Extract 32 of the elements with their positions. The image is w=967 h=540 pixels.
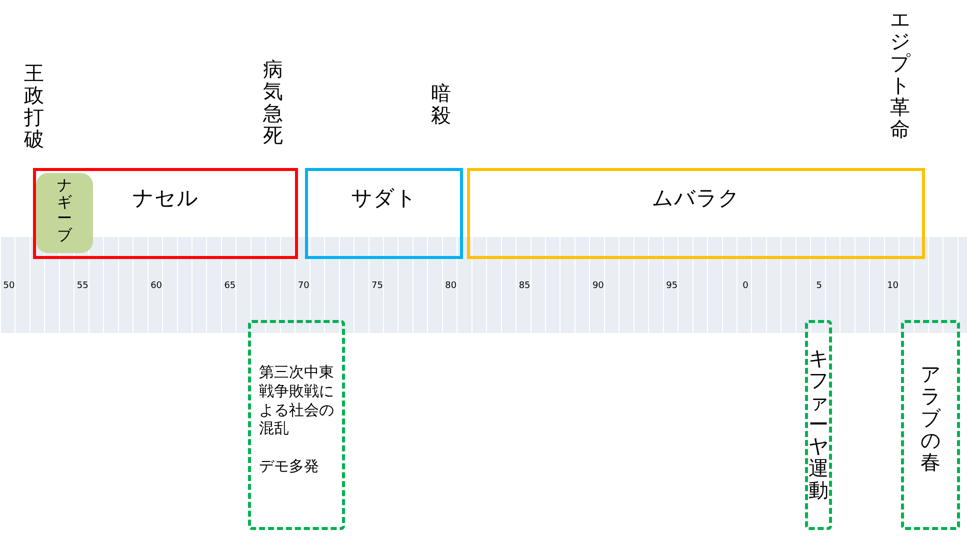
event-text: デモ多発: [259, 456, 320, 476]
year-tick-label: 90: [592, 280, 604, 293]
vertical-label: ナギーブ: [57, 177, 72, 243]
event-label: エジプト革命: [890, 8, 910, 140]
period-box: [33, 168, 298, 259]
event-label: 病気急死: [263, 58, 283, 146]
year-tick-label: 60: [150, 280, 162, 293]
period-box: [36, 173, 93, 253]
event-label: 暗殺: [431, 82, 451, 126]
period-name: ムバラク: [652, 185, 740, 212]
period-name: サダト: [351, 185, 417, 212]
year-tick-label: 0: [742, 280, 748, 293]
year-tick-label: 80: [445, 280, 457, 293]
year-tick-label: 55: [76, 280, 88, 293]
year-tick-label: 65: [224, 280, 236, 293]
event-box: [248, 320, 345, 530]
year-tick-label: 75: [372, 280, 383, 293]
event-box: [805, 320, 832, 530]
vertical-label: キファーヤ運動: [808, 347, 828, 501]
period-box: [305, 168, 463, 259]
event-text: 第三次中東戦争敗戦による社会の混乱: [259, 363, 335, 438]
year-tick-label: 10: [887, 280, 899, 293]
vertical-label: アラブの春: [920, 363, 940, 473]
event-box: [901, 320, 960, 530]
period-box: [467, 168, 925, 259]
year-tick-label: 85: [518, 280, 530, 293]
year-tick-label: 5: [816, 280, 822, 293]
event-label: 王政打破: [24, 62, 44, 150]
year-tick-label: 70: [298, 280, 310, 293]
year-tick-label: 95: [666, 280, 678, 293]
period-name: ナセル: [132, 185, 198, 212]
year-tick-label: 50: [3, 280, 15, 293]
